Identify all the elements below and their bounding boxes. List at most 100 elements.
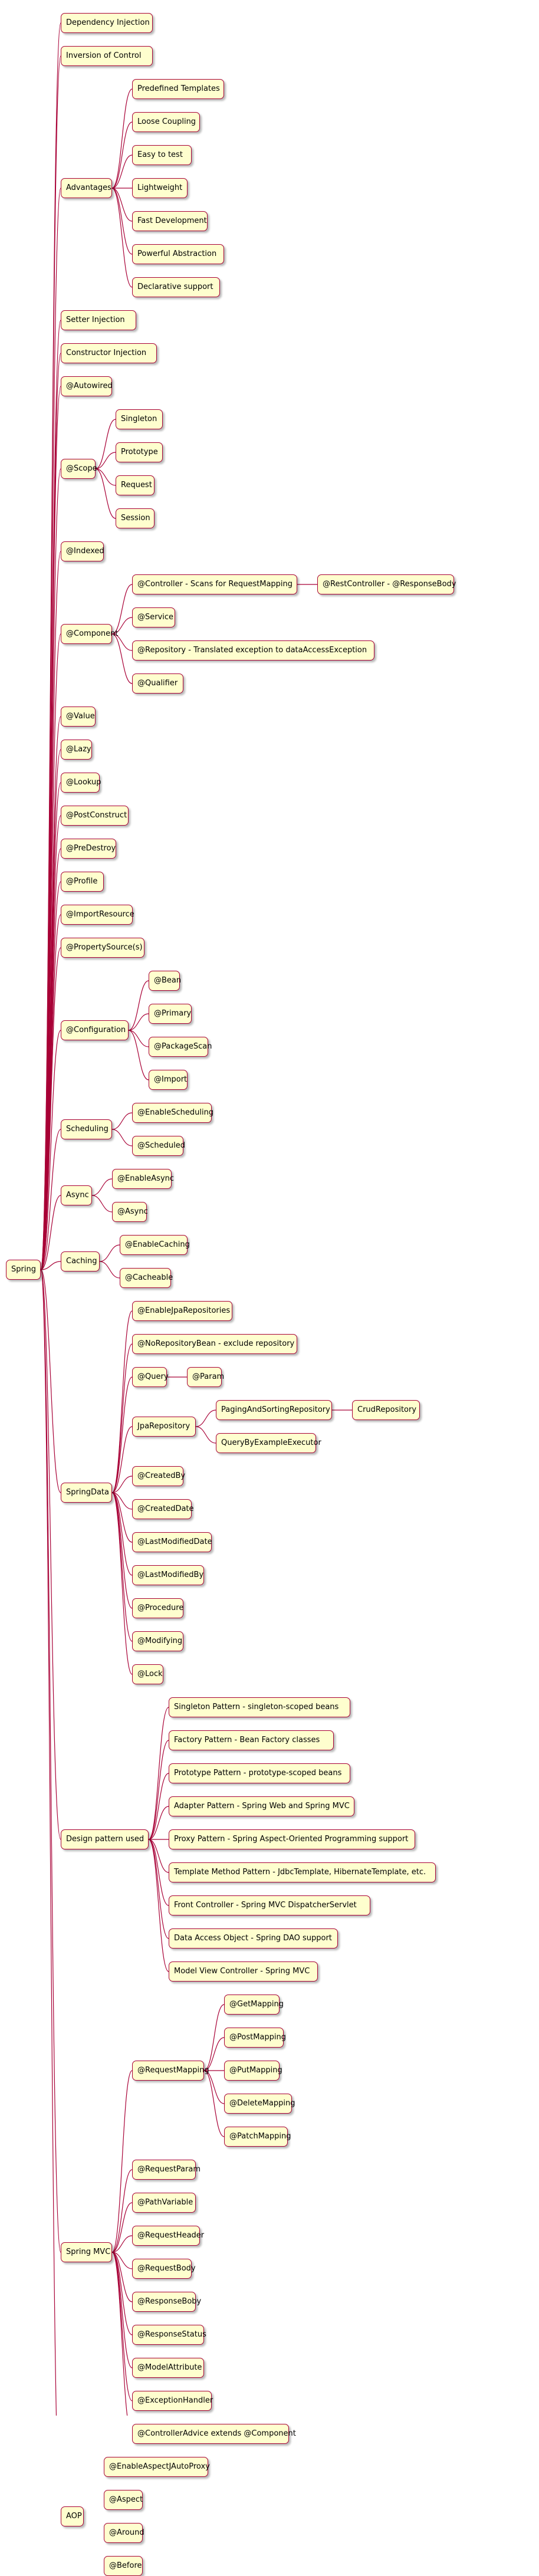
node-value: @Value [61,707,96,727]
connector-singleton-pattern-singleton-scoped-beans [148,1707,169,1840]
connector-controlleradvice-extends-component [111,2252,128,2416]
node-lastmodifieddate: @LastModifiedDate [132,1532,212,1552]
node-profile: @Profile [61,872,104,892]
node-querybyexampleexecutor: QueryByExampleExecutor [216,1433,321,1453]
node-requestmapping: @RequestMapping [132,2061,209,2081]
node-exceptionhandler: @ExceptionHandler [132,2391,213,2411]
node-inversion-of-control: Inversion of Control [61,46,153,66]
node-component: @Component [61,624,118,644]
node-primary: @Primary [149,1004,192,1024]
node-singleton-pattern-singleton-scoped-beans: Singleton Pattern - singleton-scoped bea… [169,1697,350,1717]
connector-aop [40,1269,57,2416]
node-putmapping: @PutMapping [224,2061,282,2081]
node-lightweight: Lightweight [132,178,188,198]
connector-createdby [111,1476,133,1493]
connector-modelattribute [111,2252,133,2368]
connector-propertysource-s [40,947,61,1270]
node-enablecaching: @EnableCaching [120,1235,190,1255]
connector-factory-pattern-bean-factory-classes [148,1740,169,1840]
connector-adapter-pattern-spring-web-and-spring-mvc [148,1806,169,1840]
connector-request [95,468,116,486]
node-request: Request [116,475,155,495]
node-scheduling: Scheduling [61,1119,112,1139]
connector-predefined-templates [111,88,133,189]
node-factory-pattern-bean-factory-classes: Factory Pattern - Bean Factory classes [169,1730,334,1750]
connector-postmapping [203,2037,225,2071]
node-cacheable: @Cacheable [120,1268,173,1288]
node-enableasync: @EnableAsync [112,1169,174,1189]
node-setter-injection: Setter Injection [61,310,136,330]
node-predestroy: @PreDestroy [61,839,116,859]
node-param: @Param [187,1367,224,1387]
node-responseboby: @ResponseBoby [132,2292,201,2312]
connector-responsestatus [111,2252,133,2335]
node-responsestatus: @ResponseStatus [132,2325,206,2345]
connector-repository-translated-exception-to-dataaccessexception [111,633,133,651]
connector-configuration [40,1030,61,1270]
node-import: @Import [149,1070,188,1090]
node-design-pattern-used: Design pattern used [61,1829,149,1849]
connector-packagescan [128,1030,149,1047]
connector-lines [40,22,352,2416]
node-lock: @Lock [132,1664,163,1684]
connector-requestmapping [111,2070,133,2253]
node-getmapping: @GetMapping [224,1995,284,2015]
connector-autowired [40,386,61,1270]
connector-controller-scans-for-requestmapping [111,584,133,635]
node-lookup: @Lookup [61,773,101,793]
connector-procedure [111,1492,133,1609]
connector-bean [128,980,149,1031]
node-proxy-pattern-spring-aspect-oriented-programming-support: Proxy Pattern - Spring Aspect-Oriented P… [169,1829,415,1849]
connector-deletemapping [203,2070,225,2104]
node-prototype: Prototype [116,442,163,462]
node-constructor-injection: Constructor Injection [61,343,157,363]
node-model-view-controller-spring-mvc: Model View Controller - Spring MVC [169,1961,318,1982]
connector-import [128,1030,149,1080]
node-controller-scans-for-requestmapping: @Controller - Scans for RequestMapping [132,574,297,594]
node-session: Session [116,508,155,528]
connector-requestparam [111,2169,133,2253]
connector-template-method-pattern-jdbctemplate-hibernatetemplate-etc [148,1839,169,1873]
node-crudrepository: CrudRepository [352,1400,420,1420]
node-packagescan: @PackageScan [149,1037,212,1057]
connector-scheduled [111,1129,133,1146]
connector-easy-to-test [111,155,133,189]
node-requestheader: @RequestHeader [132,2226,204,2246]
node-createdby: @CreatedBy [132,1466,185,1486]
connector-fast-development [111,188,133,222]
connector-querybyexampleexecutor [195,1426,216,1444]
node-singleton: Singleton [116,409,163,429]
node-configuration: @Configuration [61,1020,129,1040]
connector-jparepository [111,1426,133,1493]
node-fast-development: Fast Development [132,211,208,231]
node-prototype-pattern-prototype-scoped-beans: Prototype Pattern - prototype-scoped bea… [169,1763,350,1783]
node-service: @Service [132,607,175,627]
node-restcontroller-responsebody: @RestController - @ResponseBody [317,574,456,594]
node-norepositorybean-exclude-repository: @NoRepositoryBean - exclude repository [132,1334,297,1354]
node-pathvariable: @PathVariable [132,2193,196,2213]
node-modifying: @Modifying [132,1631,183,1651]
connector-loose-coupling [111,121,133,189]
connector-service [111,617,133,635]
node-async: @Async [112,1202,148,1222]
connector-pagingandsortingrepository [195,1409,216,1427]
node-modelattribute: @ModelAttribute [132,2358,204,2378]
node-enablescheduling: @EnableScheduling [132,1103,213,1123]
node-pagingandsortingrepository: PagingAndSortingRepository [216,1400,332,1420]
node-query: @Query [132,1367,169,1387]
node-predefined-templates: Predefined Templates [132,79,224,99]
node-advantages: Advantages [61,178,112,198]
node-postmapping: @PostMapping [224,2028,286,2048]
connector-qualifier [111,633,133,684]
node-scheduled: @Scheduled [132,1136,185,1156]
node-spring: Spring [6,1260,41,1280]
connector-spring-mvc [40,1269,61,2253]
connector-session [95,468,116,519]
node-qualifier: @Qualifier [132,673,183,694]
connector-caching [40,1261,61,1270]
node-postconstruct: @PostConstruct [61,806,129,826]
node-patchmapping: @PatchMapping [224,2127,291,2147]
node-dependency-injection: Dependency Injection [61,13,153,33]
connector-declarative-support [111,188,133,288]
node-lastmodifiedby: @LastModifiedBy [132,1565,204,1585]
